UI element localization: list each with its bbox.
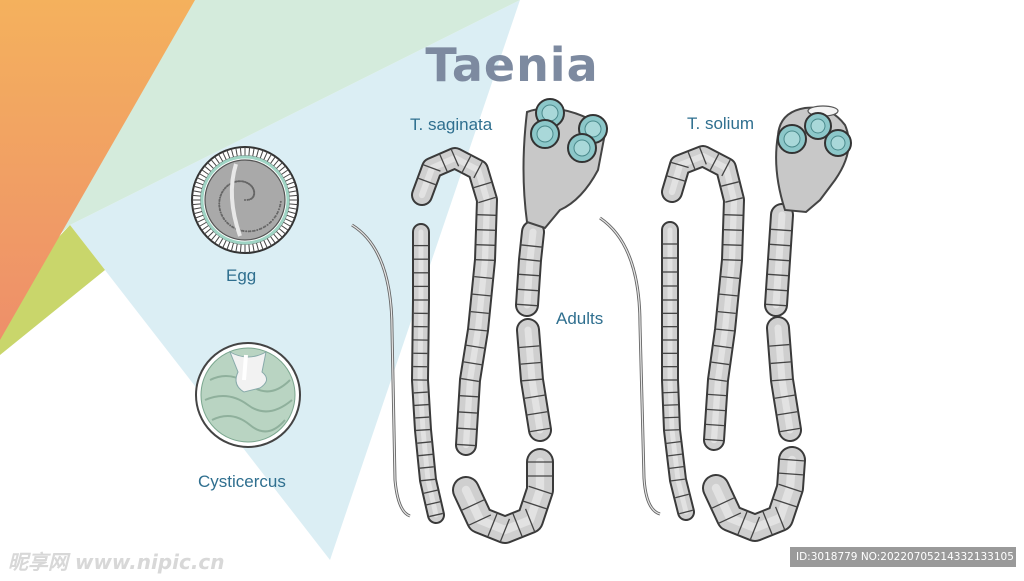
label-egg: Egg (226, 266, 256, 286)
label-adults: Adults (556, 309, 603, 329)
saginata-chain-mid (413, 232, 443, 517)
watermark-right: ID:3018779 NO:20220705214332133105 (790, 547, 1016, 567)
saginata-scolex (524, 99, 608, 228)
watermark-left: 昵享网 www.nipic.cn (8, 546, 225, 575)
saginata-chain-neck-2 (519, 330, 550, 432)
proglottid-chains (413, 148, 804, 542)
solium-neck (600, 218, 660, 514)
label-t-saginata: T. saginata (410, 115, 492, 135)
egg-icon (192, 147, 298, 253)
label-cysticercus: Cysticercus (198, 472, 286, 492)
saginata-neck (352, 225, 410, 516)
solium-chain-tail (712, 459, 804, 539)
label-t-solium: T. solium (687, 114, 754, 134)
cysticercus-icon (196, 343, 300, 447)
solium-scolex (776, 106, 851, 212)
page-title: Taenia (0, 38, 1024, 92)
solium-chain-neck-2 (769, 328, 800, 432)
solium-chain-mid (663, 230, 693, 514)
saginata-chain-neck-1 (517, 232, 541, 306)
solium-chain-neck-1 (766, 215, 791, 306)
saginata-chain-tail (462, 462, 552, 541)
